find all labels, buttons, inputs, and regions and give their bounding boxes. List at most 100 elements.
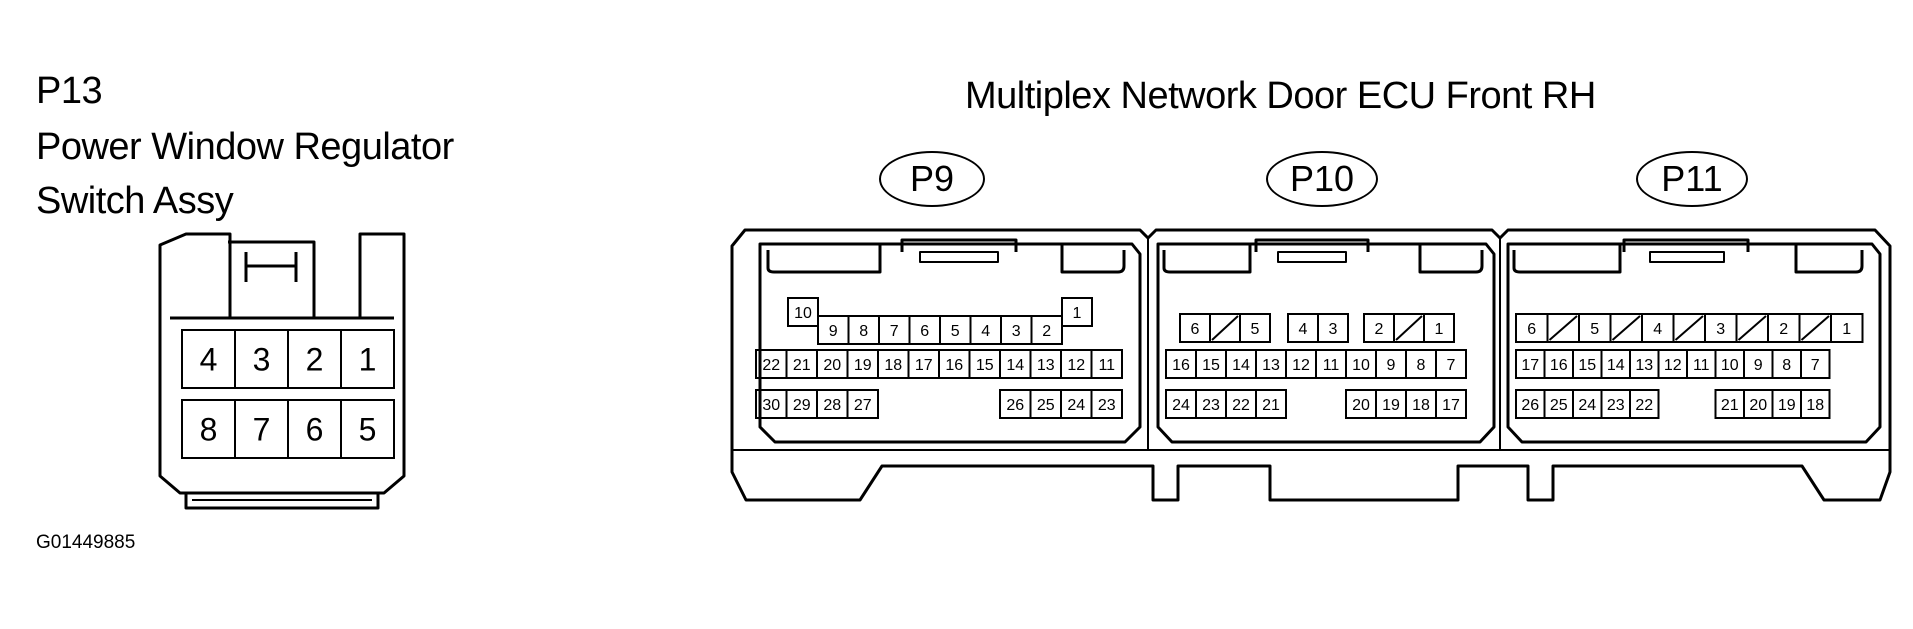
p11-row2-left-1-number: 25 — [1550, 397, 1568, 414]
p10-row2-right-0-number: 20 — [1352, 397, 1370, 414]
p10-row1-6-number: 10 — [1352, 357, 1370, 374]
p9-row0-2-number: 7 — [890, 323, 899, 340]
p11-row2-left-0-number: 26 — [1521, 397, 1539, 414]
p9-row0-5-number: 4 — [981, 323, 990, 340]
p10-row0-4-cell — [1317, 313, 1349, 343]
p10-row0-7-number: 1 — [1435, 321, 1444, 338]
p11-row2-left-4-cell — [1629, 389, 1660, 419]
p10-row0-1-blank-slash — [1211, 315, 1239, 341]
p10-row1-4-number: 12 — [1292, 357, 1310, 374]
p11-row0-1-blank-slash — [1548, 315, 1578, 341]
p10-row2-left-3-number: 21 — [1262, 397, 1280, 414]
p13-connector-body — [158, 232, 406, 510]
p9-row2-left-3-number: 27 — [854, 397, 872, 414]
p9-row2-right-3-cell — [1090, 389, 1123, 419]
p10-row0-2-number: 5 — [1251, 321, 1260, 338]
p13-pin-top-3-number: 1 — [359, 342, 377, 378]
p11-row1-1-number: 16 — [1550, 357, 1568, 374]
p9-row0-3-number: 6 — [920, 323, 929, 340]
p9-row1-8-number: 14 — [1006, 357, 1024, 374]
p9-row1-5-number: 17 — [915, 357, 933, 374]
p10-row1-1-number: 15 — [1202, 357, 1220, 374]
p9-row1-9-number: 13 — [1037, 357, 1055, 374]
p9-row1-2-number: 20 — [823, 357, 841, 374]
p11-row2-left-4-number: 22 — [1635, 397, 1653, 414]
p9-row1-7-number: 15 — [976, 357, 994, 374]
p9-row2-right-1-number: 25 — [1037, 397, 1055, 414]
p9-row0-7-cell — [1030, 315, 1063, 345]
p9-row0-0-number: 9 — [829, 323, 838, 340]
p11-row1-7-number: 10 — [1721, 357, 1739, 374]
p11-row2-right-0-number: 21 — [1721, 397, 1739, 414]
p9-row2-right-3-number: 23 — [1098, 397, 1116, 414]
p11-row1-10-number: 7 — [1811, 357, 1820, 374]
p9-row1-4-number: 18 — [884, 357, 902, 374]
p10-row2-left-2-number: 22 — [1232, 397, 1250, 414]
p11-row0-9-blank-slash — [1800, 315, 1830, 341]
p11-row1-8-number: 9 — [1754, 357, 1763, 374]
p10-frame — [1156, 238, 1496, 444]
p13-pin-bottom-2-number: 6 — [306, 412, 324, 448]
p9-row2-right-2-number: 24 — [1067, 397, 1085, 414]
p9-row1-0-number: 22 — [762, 357, 780, 374]
p9-row1-6-number: 16 — [945, 357, 963, 374]
p9-row1-11-cell — [1090, 349, 1123, 379]
p11-row2-left-2-number: 24 — [1578, 397, 1596, 414]
p11-row1-9-number: 8 — [1782, 357, 1791, 374]
connector-label-p11: P11 — [1636, 151, 1748, 207]
p9-row0-1-number: 8 — [859, 323, 868, 340]
p11-row0-5-blank-slash — [1674, 315, 1704, 341]
p10-row0-0-number: 6 — [1191, 321, 1200, 338]
p11-row0-3-blank-slash — [1611, 315, 1641, 341]
p9-row1-3-number: 19 — [854, 357, 872, 374]
p10-row1-3-number: 13 — [1262, 357, 1280, 374]
p13-pin-bottom-0-number: 8 — [200, 412, 218, 448]
p9-row1-11-number: 11 — [1098, 357, 1115, 374]
p10-row2-right-3-number: 17 — [1442, 397, 1460, 414]
p10-row2-right-3-cell — [1435, 389, 1467, 419]
p13-pin-top-1-number: 3 — [253, 342, 271, 378]
p9-pin-1-cell — [1061, 297, 1093, 327]
p10-row1-0-number: 16 — [1172, 357, 1190, 374]
p9-row2-left-1-number: 29 — [793, 397, 811, 414]
p13-pin-top-0-number: 4 — [200, 342, 218, 378]
p11-row0-7-blank-slash — [1737, 315, 1767, 341]
p10-row2-left-0-number: 24 — [1172, 397, 1190, 414]
p10-row0-7-cell — [1423, 313, 1455, 343]
p11-row1-10-cell — [1800, 349, 1831, 379]
p11-row1-0-number: 17 — [1521, 357, 1539, 374]
p11-row0-10-number: 1 — [1842, 321, 1851, 338]
figure-id: G01449885 — [36, 532, 136, 553]
p10-row1-9-number: 7 — [1447, 357, 1456, 374]
p13-pin-top-2-number: 2 — [306, 342, 324, 378]
p9-row2-left-3-cell — [846, 389, 879, 419]
p10-row2-left-1-number: 23 — [1202, 397, 1220, 414]
p9-row1-10-number: 12 — [1067, 357, 1085, 374]
p10-row1-5-number: 11 — [1323, 357, 1340, 374]
ecu-title: Multiplex Network Door ECU Front RH — [965, 75, 1596, 117]
p9-row2-left-0-number: 30 — [762, 397, 780, 414]
p10-row2-right-1-number: 19 — [1382, 397, 1400, 414]
p10-row0-6-blank-slash — [1395, 315, 1423, 341]
p11-row1-6-number: 11 — [1693, 357, 1710, 374]
p9-pin-1-number: 1 — [1073, 305, 1082, 322]
p13-connector-code: P13 — [36, 70, 103, 112]
p10-row0-3-number: 4 — [1299, 321, 1308, 338]
p13-connector-name-line2: Switch Assy — [36, 180, 234, 222]
p10-row2-right-2-number: 18 — [1412, 397, 1430, 414]
p11-row0-0-number: 6 — [1527, 321, 1536, 338]
connector-label-p10: P10 — [1266, 151, 1378, 207]
p10-row2-left-3-cell — [1255, 389, 1287, 419]
p10-row0-5-number: 2 — [1375, 321, 1384, 338]
p11-row2-right-3-cell — [1800, 389, 1831, 419]
p10-row0-2-cell — [1239, 313, 1271, 343]
p11-row1-5-number: 12 — [1664, 357, 1682, 374]
p10-row1-7-number: 9 — [1387, 357, 1396, 374]
p9-pin-10-number: 10 — [794, 305, 812, 322]
p9-row0-7-number: 2 — [1042, 323, 1051, 340]
p11-row1-2-number: 15 — [1578, 357, 1596, 374]
p11-row0-2-number: 5 — [1590, 321, 1599, 338]
p11-row0-8-number: 2 — [1779, 321, 1788, 338]
ecu-housing — [730, 228, 1892, 502]
